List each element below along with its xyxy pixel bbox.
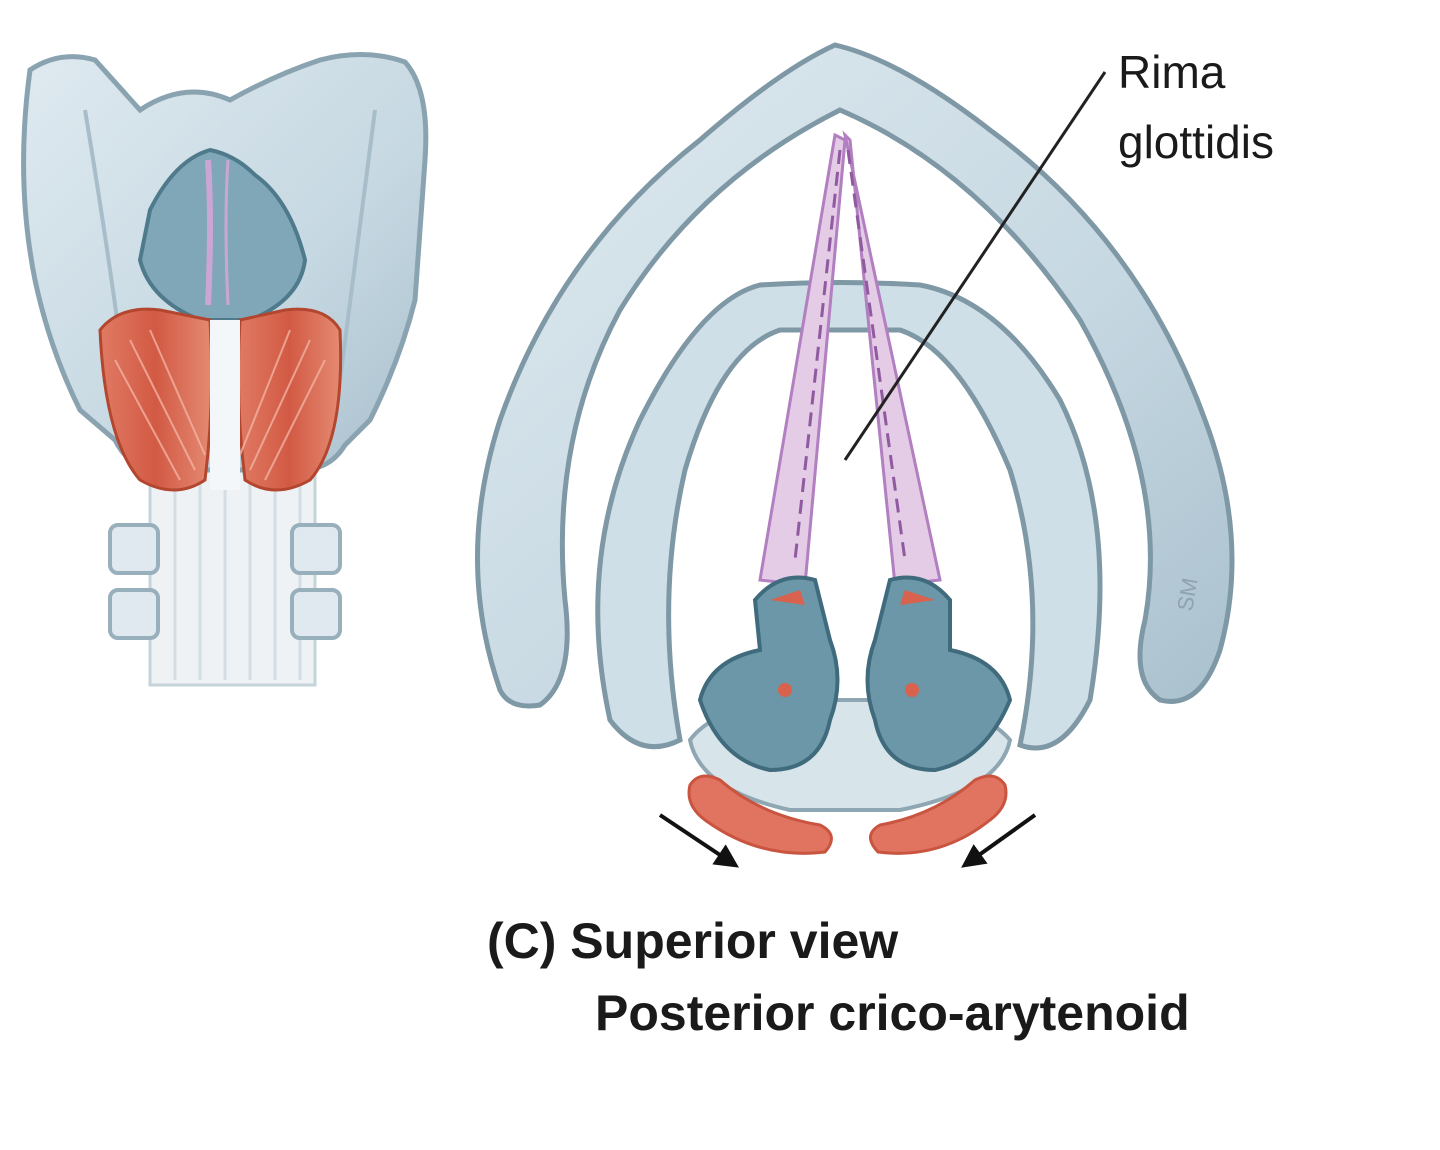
arrow-right — [961, 813, 1037, 868]
posterior-cricoarytenoid-muscle-right — [236, 307, 343, 492]
posterior-cricoarytenoid-left — [687, 774, 833, 855]
callout-rima-line2: glottidis — [1118, 116, 1274, 168]
arytenoid-region — [137, 147, 308, 322]
caption-view: (C) Superior view — [487, 913, 898, 969]
arytenoid-cartilage-left — [697, 575, 840, 773]
callout-rima-line1: Rima — [1118, 46, 1226, 98]
posterior-cricoarytenoid-right — [869, 774, 1008, 855]
trachea — [108, 468, 342, 687]
arytenoid-cartilage-right — [865, 575, 1013, 773]
cricoid-cartilage-ring — [595, 280, 1103, 751]
rima-glottidis-leader-line — [843, 71, 1107, 461]
arrow-left — [658, 813, 739, 868]
superior-view-illustration: SM — [475, 42, 1235, 868]
thyroid-cartilage-ring — [475, 42, 1235, 709]
posterior-larynx-illustration — [21, 52, 429, 687]
posterior-cricoarytenoid-muscle-left — [98, 307, 214, 492]
artist-signature: SM — [1172, 576, 1202, 613]
caption-muscle: Posterior crico-arytenoid — [595, 985, 1190, 1041]
